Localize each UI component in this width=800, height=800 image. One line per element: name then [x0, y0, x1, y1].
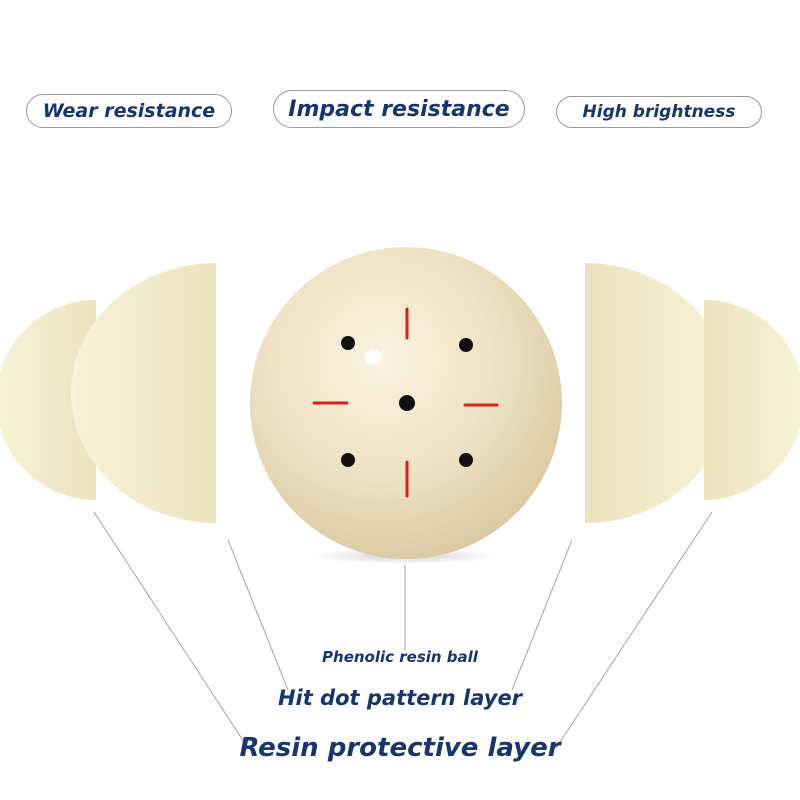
leader-line-prot-right	[555, 511, 713, 749]
leader-lines	[93, 511, 713, 749]
phenolic-resin-ball	[250, 247, 562, 559]
label-resin-protective-layer: Resin protective layer	[239, 733, 561, 763]
label-phenolic-resin-ball: Phenolic resin ball	[322, 648, 478, 666]
dot-bottom-left	[341, 453, 355, 467]
dot-bottom-right	[459, 453, 473, 467]
feature-high-brightness: High brightness	[556, 96, 762, 128]
protective-shell-left	[0, 300, 96, 500]
dot-shell-left	[71, 263, 216, 523]
hit-dots	[341, 336, 473, 467]
dot-shell-right	[585, 263, 730, 523]
protective-shell-right	[704, 300, 800, 500]
label-hit-dot-pattern-layer: Hit dot pattern layer	[277, 686, 523, 710]
leader-line-dot-left	[227, 539, 289, 691]
ball-highlight	[365, 349, 381, 365]
leader-line-dot-right	[511, 539, 573, 691]
leader-line-prot-left	[93, 511, 249, 749]
dot-top-left	[341, 336, 355, 350]
dot-top-right	[459, 338, 473, 352]
aim-marks	[312, 307, 499, 498]
feature-impact-resistance: Impact resistance	[273, 90, 525, 128]
dot-center	[399, 395, 415, 411]
feature-wear-resistance: Wear resistance	[26, 94, 232, 128]
